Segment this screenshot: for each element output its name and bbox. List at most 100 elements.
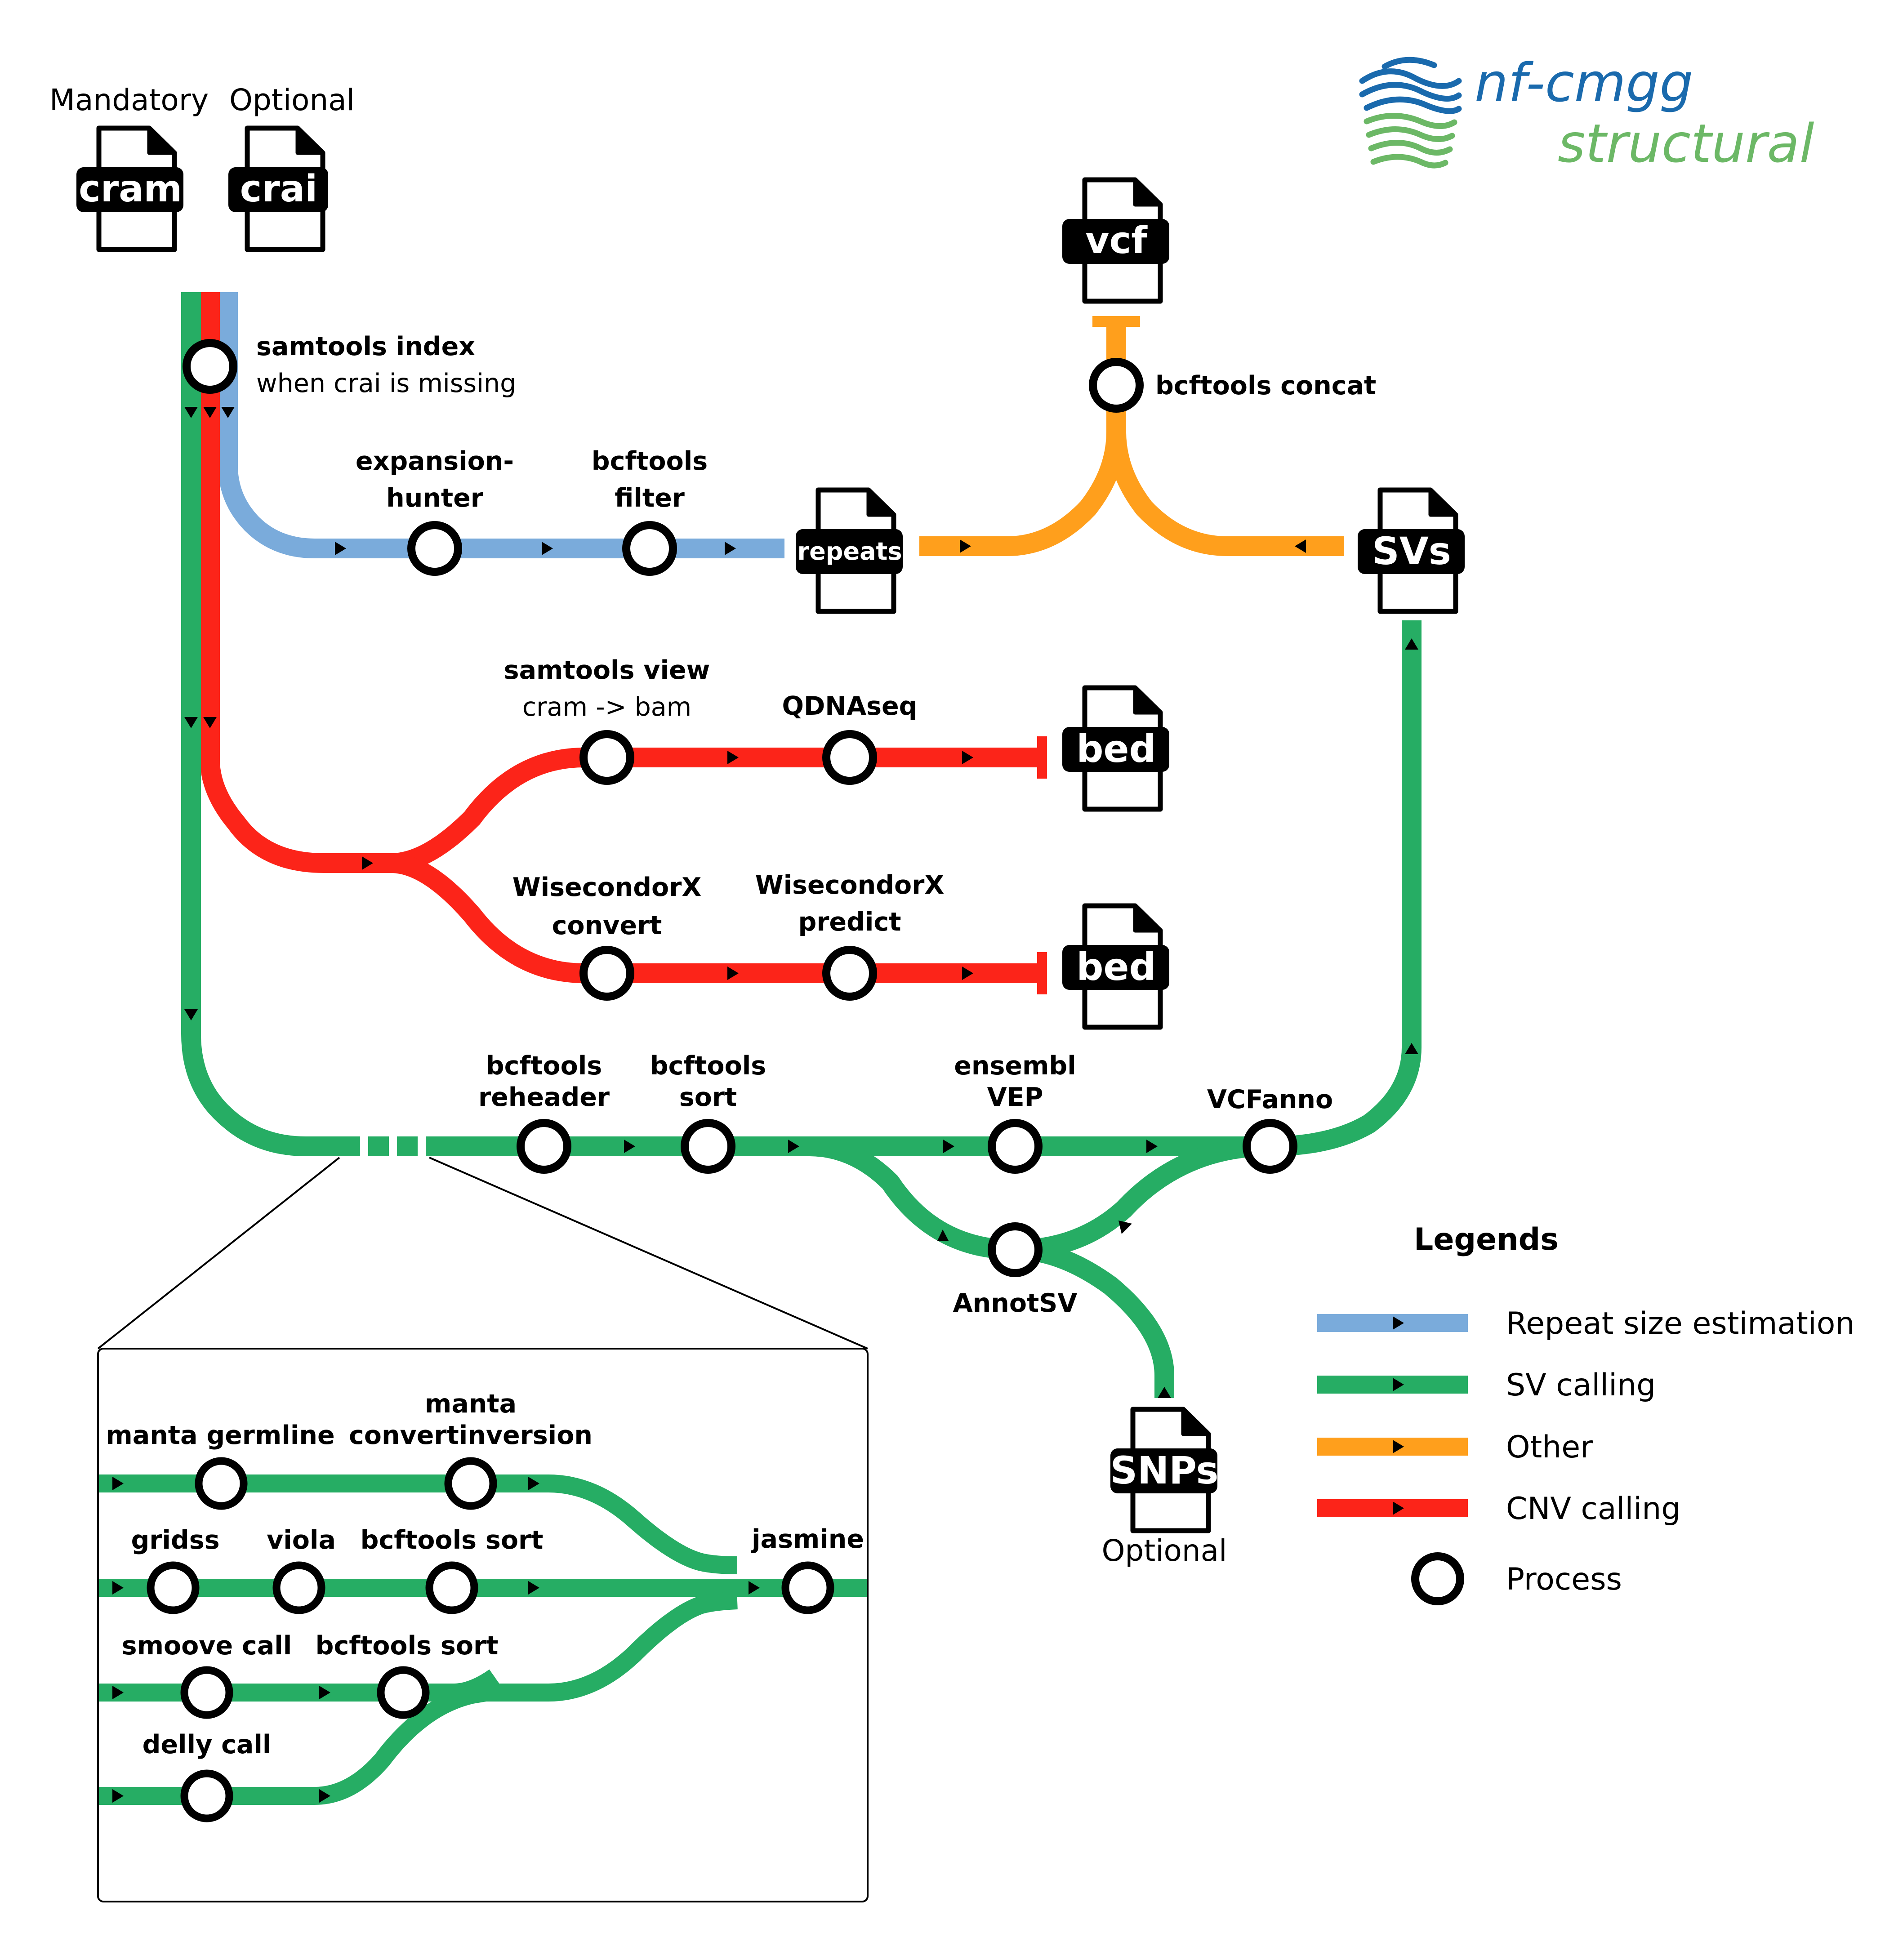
label-manta-convert-2: convertinversion — [349, 1421, 593, 1450]
label-bcftools-concat: bcftools concat — [1155, 371, 1376, 401]
station-manta-convertinversion[interactable] — [444, 1457, 497, 1510]
sv-route-main — [429, 620, 1422, 1156]
station-smoove-call[interactable] — [180, 1666, 233, 1719]
label-jasmine: jasmine — [751, 1524, 864, 1554]
label-expansionhunter-2: hunter — [386, 483, 483, 513]
station-bcftools-sort-b[interactable] — [377, 1666, 430, 1719]
station-bcftools-concat[interactable] — [1089, 358, 1144, 413]
station-samtools-index[interactable] — [183, 339, 237, 394]
legend-label-process: Process — [1506, 1562, 1622, 1597]
file-repeats: repeats — [796, 490, 903, 611]
legend: Legends Repeat size estimation SV callin… — [1317, 1222, 1854, 1605]
legend-process-icon — [1411, 1552, 1464, 1605]
sv-route-trunk — [181, 292, 339, 1156]
legend-label-repeat: Repeat size estimation — [1506, 1306, 1854, 1341]
station-expansionhunter[interactable] — [407, 521, 462, 576]
label-wcx-predict-1: WisecondorX — [755, 870, 945, 900]
label-ensembl-vep-2: VEP — [987, 1082, 1043, 1112]
mandatory-label: Mandatory — [49, 83, 209, 117]
station-wcx-convert[interactable] — [579, 946, 634, 1001]
svg-text:repeats: repeats — [798, 537, 902, 566]
station-annotsv[interactable] — [988, 1222, 1043, 1277]
zoom-connector-left — [97, 1157, 340, 1350]
label-ensembl-vep-1: ensembl — [954, 1051, 1076, 1081]
legend-arrow-other — [1393, 1440, 1404, 1453]
label-bcftools-filter-1: bcftools — [592, 446, 708, 476]
station-bcftools-sort[interactable] — [681, 1119, 735, 1174]
legend-label-other: Other — [1506, 1430, 1593, 1465]
station-bcftools-filter[interactable] — [622, 521, 677, 576]
station-manta-germline[interactable] — [195, 1457, 248, 1510]
note-samtools-view: cram -> bam — [522, 692, 691, 722]
label-bcftools-filter-2: filter — [615, 483, 685, 513]
direction-arrows — [184, 407, 1418, 1398]
logo-subtitle: structural — [1558, 112, 1814, 174]
svg-text:SVs: SVs — [1372, 529, 1451, 573]
cnv-route-trunk — [200, 292, 391, 873]
station-delly-call[interactable] — [180, 1769, 233, 1822]
other-route-right — [1106, 431, 1344, 556]
label-samtools-view: samtools view — [504, 655, 710, 685]
station-qdnaseq[interactable] — [822, 730, 877, 785]
inset-arrows — [112, 1477, 760, 1803]
label-bcftools-reheader-1: bcftools — [486, 1051, 602, 1081]
station-vcfanno[interactable] — [1243, 1119, 1297, 1174]
label-wcx-convert-2: convert — [552, 911, 662, 940]
label-samtools-index: samtools index — [256, 332, 475, 361]
svg-text:bed: bed — [1076, 945, 1156, 989]
legend-label-cnv: CNV calling — [1506, 1491, 1680, 1527]
note-samtools-index: when crai is missing — [256, 369, 516, 398]
label-viola: viola — [267, 1525, 336, 1555]
label-wcx-convert-1: WisecondorX — [512, 873, 702, 902]
optional-label: Optional — [229, 83, 355, 117]
label-wcx-predict-2: predict — [798, 907, 901, 937]
legend-arrow-cnv — [1393, 1501, 1404, 1515]
label-vcfanno: VCFanno — [1207, 1085, 1333, 1114]
label-bcftools-reheader-2: reheader — [478, 1082, 610, 1112]
logo-waves-icon — [1359, 57, 1462, 169]
process-stations — [183, 339, 1297, 1277]
file-bed-wisecondorx: bed — [1062, 906, 1169, 1027]
legend-title: Legends — [1414, 1222, 1559, 1257]
station-samtools-view[interactable] — [579, 730, 634, 785]
label-manta-convert-1: manta — [425, 1389, 517, 1419]
file-svs: SVs — [1358, 490, 1465, 611]
sv-route-annotsv-in — [809, 1136, 1016, 1260]
label-bcftools-sort-b: bcftools sort — [316, 1631, 499, 1661]
station-gridss[interactable] — [147, 1561, 200, 1614]
zoom-connector-right — [429, 1157, 868, 1350]
cnv-route-upper — [391, 748, 1042, 873]
label-manta-germline: manta germline — [106, 1421, 334, 1450]
cnv-route-lower — [391, 853, 1042, 983]
svg-text:vcf: vcf — [1085, 219, 1148, 262]
snps-optional-note: Optional — [1101, 1533, 1227, 1568]
legend-label-sv: SV calling — [1506, 1368, 1656, 1403]
label-bcftools-sort-a: bcftools sort — [361, 1525, 544, 1555]
other-route-left — [919, 431, 1126, 556]
repeat-route — [218, 292, 784, 558]
station-jasmine[interactable] — [781, 1561, 834, 1614]
label-smoove-call: smoove call — [122, 1631, 292, 1661]
svg-text:bed: bed — [1076, 727, 1156, 771]
station-viola[interactable] — [272, 1561, 325, 1614]
station-ensembl-vep[interactable] — [988, 1119, 1043, 1174]
station-bcftools-reheader[interactable] — [517, 1119, 571, 1174]
sv-route-annotsv-out — [1015, 1136, 1270, 1260]
svg-text:cram: cram — [79, 168, 182, 210]
logo-title: nf-cmgg — [1475, 52, 1693, 114]
legend-arrow-sv — [1393, 1378, 1404, 1391]
label-qdnaseq: QDNAseq — [782, 691, 918, 721]
file-bed-qdnaseq: bed — [1062, 688, 1169, 809]
inset-routes — [99, 1474, 867, 1805]
station-bcftools-sort-a[interactable] — [425, 1561, 478, 1614]
label-bcftools-sort-1: bcftools — [650, 1051, 766, 1081]
label-bcftools-sort-2: sort — [679, 1082, 737, 1112]
station-wcx-predict[interactable] — [822, 946, 877, 1001]
legend-arrow-repeat — [1393, 1316, 1404, 1330]
snps-route — [1015, 1240, 1174, 1398]
label-gridss: gridss — [131, 1525, 219, 1555]
label-delly-call: delly call — [143, 1730, 272, 1760]
file-vcf: vcf — [1062, 180, 1169, 301]
